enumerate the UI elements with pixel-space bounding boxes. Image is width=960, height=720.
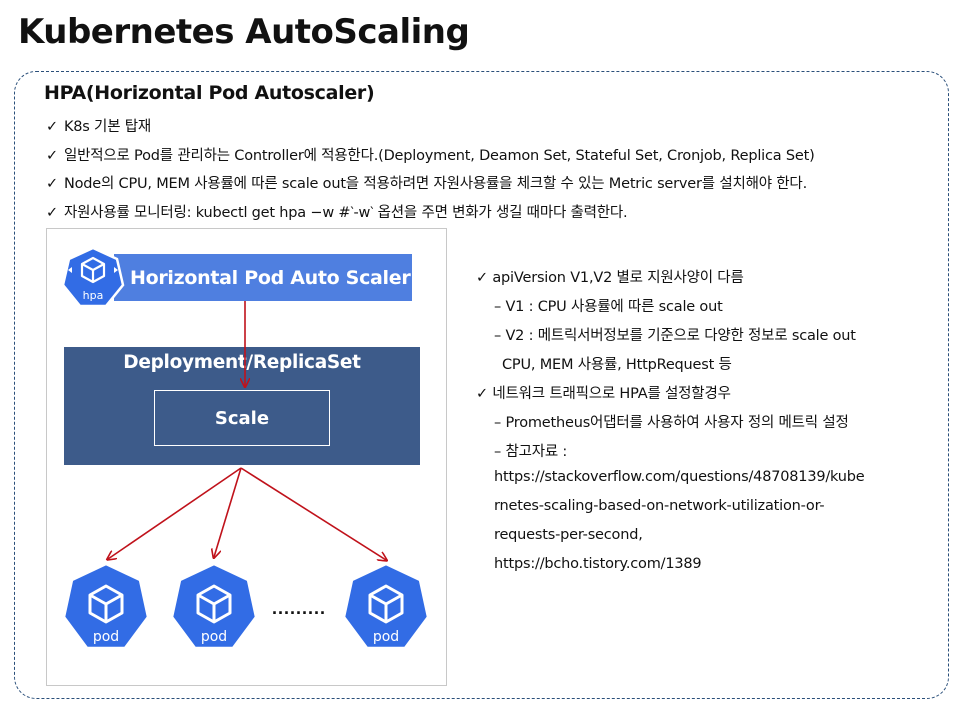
check-icon: ✓ — [46, 205, 58, 221]
pod-icon: pod — [62, 562, 150, 650]
note-line: – V2 : 메트릭서버정보를 기준으로 다양한 정보로 scale out — [494, 328, 856, 344]
checklist-item: ✓ 자원사용률 모니터링: kubectl get hpa −w #‵-w‵ 옵션… — [46, 201, 628, 222]
note-line: ✓ 네트워크 트래픽으로 HPA를 설정할경우 — [476, 386, 731, 402]
hpa-icon-label: hpa — [83, 289, 104, 302]
scale-box: Scale — [154, 390, 330, 446]
hpa-header: Horizontal Pod Auto Scaler — [114, 254, 412, 301]
pod-icon: pod — [170, 562, 258, 650]
checklist-item: ✓ 일반적으로 Pod를 관리하는 Controller에 적용한다.(Deplo… — [46, 144, 815, 165]
page-title: Kubernetes AutoScaling — [18, 12, 470, 52]
checklist-item: ✓ Node의 CPU, MEM 사용률에 따른 scale out을 적용하려면… — [46, 172, 807, 193]
checklist-text: K8s 기본 탑재 — [63, 119, 152, 135]
pod-icon: pod — [342, 562, 430, 650]
note-line: – Prometheus어댑터를 사용하여 사용자 정의 메트릭 설정 — [494, 415, 849, 431]
ellipsis: ......... — [272, 598, 327, 618]
pod-label: pod — [373, 629, 399, 645]
note-line: – V1 : CPU 사용률에 따른 scale out — [494, 299, 723, 315]
note-line: CPU, MEM 사용률, HttpRequest 등 — [502, 357, 732, 373]
deployment-title: Deployment/ReplicaSet — [123, 352, 361, 373]
pod-label: pod — [93, 629, 119, 645]
checklist-text: 일반적으로 Pod를 관리하는 Controller에 적용한다.(Deploy… — [63, 148, 815, 164]
hpa-icon: hpa — [61, 246, 125, 308]
checklist-text: Node의 CPU, MEM 사용률에 따른 scale out을 적용하려면 … — [63, 176, 807, 192]
reference-link[interactable]: https://bcho.tistory.com/1389 — [494, 556, 702, 572]
hpa-header-label: Horizontal Pod Auto Scaler — [130, 266, 411, 289]
check-icon: ✓ — [46, 119, 58, 135]
scale-label: Scale — [214, 407, 270, 429]
checklist-item: ✓ K8s 기본 탑재 — [46, 115, 151, 136]
reference-link[interactable]: https://stackoverflow.com/questions/4870… — [494, 469, 865, 485]
check-icon: ✓ — [46, 176, 58, 192]
pod-label: pod — [201, 629, 227, 645]
check-icon: ✓ — [46, 148, 58, 164]
reference-link[interactable]: requests-per-second, — [494, 527, 643, 543]
note-line: ✓ apiVersion V1,V2 별로 지원사양이 다름 — [476, 270, 744, 286]
main-frame — [14, 71, 949, 699]
section-title: HPA(Horizontal Pod Autoscaler) — [44, 82, 375, 104]
note-line: – 참고자료 : — [494, 444, 568, 460]
checklist-text: 자원사용률 모니터링: kubectl get hpa −w #‵-w‵ 옵션을… — [63, 205, 628, 221]
reference-link[interactable]: rnetes-scaling-based-on-network-utilizat… — [494, 498, 825, 514]
